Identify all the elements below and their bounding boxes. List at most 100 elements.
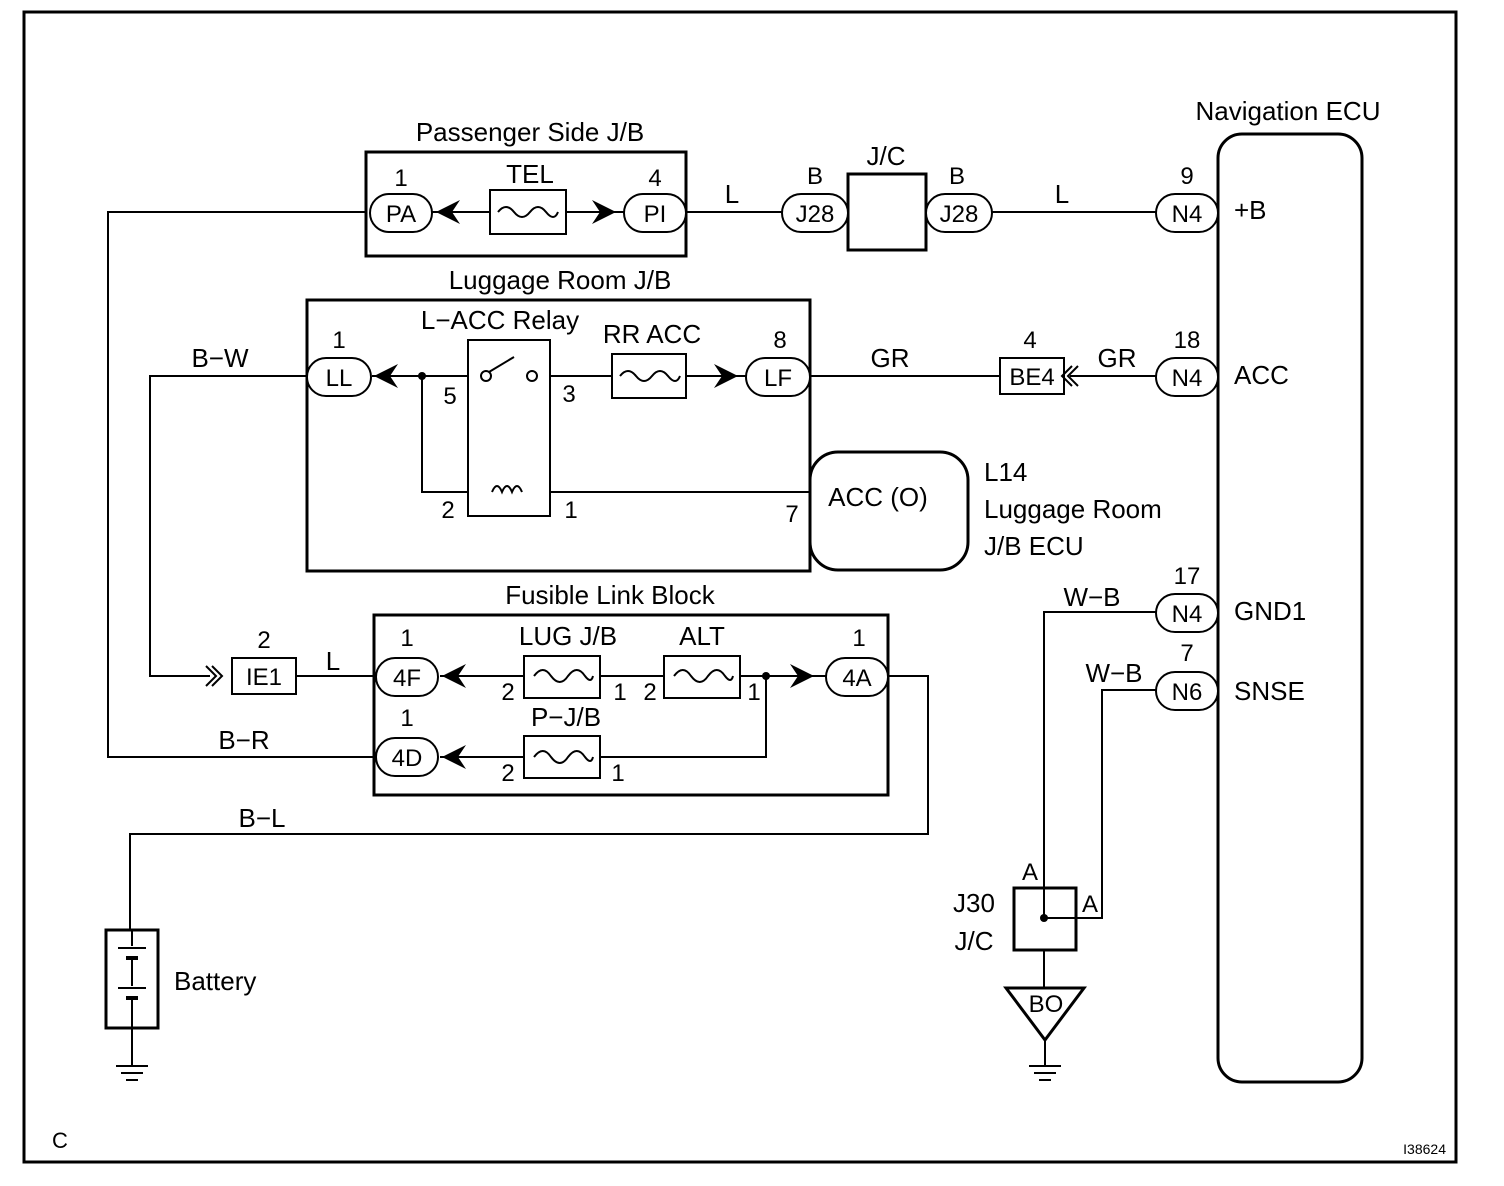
relay-pin-3: 3: [562, 381, 575, 408]
connector-be4-group: BE4 4: [999, 327, 1079, 395]
connector-ie1: [231, 657, 297, 695]
connector-n6-snse-label: N6: [1172, 679, 1203, 706]
terminal-arrow-pi: [592, 200, 616, 224]
fuse-alt: [663, 655, 741, 699]
connector-n6-snse: [1155, 671, 1219, 711]
terminal-name-gnd1: GND1: [1234, 596, 1306, 626]
fusible-link-box: [372, 613, 890, 797]
connector-j28-left-label: J28: [796, 201, 835, 228]
connector-n4-acc-label: N4: [1172, 365, 1203, 392]
connector-4f-label: 4F: [393, 665, 421, 692]
terminal-arrow-pa: [436, 200, 460, 224]
connector-4d-label: 4D: [392, 745, 423, 772]
fuse-pjb-pin-2: 2: [501, 760, 514, 787]
pin-ie1: 2: [257, 627, 270, 654]
connector-be4-label: BE4: [1009, 364, 1054, 391]
pin-pi: 4: [648, 165, 661, 192]
fuse-lug-pin-1: 1: [613, 679, 626, 706]
j30-junction-dot: [1040, 914, 1048, 922]
battery-label: Battery: [174, 966, 256, 996]
connector-n4-b: [1155, 193, 1219, 233]
wire-snse: [1078, 689, 1156, 919]
terminal-name-acc: ACC: [1234, 360, 1289, 390]
fuse-lug-jb-symbol: [533, 669, 594, 683]
wire-label-pa-4d: B−R: [218, 725, 269, 755]
wire-label-battery-4a: B−L: [239, 803, 286, 833]
connector-4d: [375, 737, 439, 777]
connector-n4-gnd1-label: N4: [1172, 601, 1203, 628]
connector-pi: [623, 193, 687, 233]
wire-battery-4a: [129, 675, 929, 930]
diagram-frame: [22, 10, 1458, 1164]
connector-j28-left: [781, 193, 849, 233]
ground-bo-label: BO: [1029, 991, 1064, 1018]
relay-pin-1: 1: [564, 497, 577, 524]
terminal-arrow-4f: [442, 664, 466, 688]
fuse-alt-symbol: [673, 669, 734, 683]
fuse-rr-acc-symbol: [619, 370, 681, 382]
relay-coil: [491, 485, 523, 495]
ground-point-bo: BO: [1003, 986, 1087, 1081]
terminal-arrow-lf: [714, 364, 738, 388]
terminal-name-b: +B: [1234, 195, 1267, 225]
fuse-lug-jb: [523, 655, 601, 699]
pin-n6-snse: 7: [1180, 640, 1193, 667]
pin-n4-b: 9: [1180, 163, 1193, 190]
connector-pa: [369, 193, 433, 233]
wire-label-pi-j28: L: [725, 179, 739, 209]
navigation-ecu: Navigation ECU N4 9 +B N4 18 ACC N4 17 G…: [1155, 96, 1381, 1084]
fuse-lug-jb-label: LUG J/B: [519, 621, 617, 651]
corner-letter: C: [52, 1128, 68, 1153]
connector-ie1-group: IE1 2: [205, 627, 297, 695]
wire-label-j28-n4: L: [1055, 179, 1069, 209]
relay-label: L−ACC Relay: [421, 305, 579, 335]
connector-4f: [375, 657, 439, 697]
relay-pin-5: 5: [443, 383, 456, 410]
wire-label-be4-n4: GR: [1098, 343, 1137, 373]
connector-pa-label: PA: [386, 201, 416, 228]
luggage-jb-box: [305, 298, 812, 573]
j30-pin-right: A: [1082, 891, 1098, 918]
j30-pin-top: A: [1022, 859, 1038, 886]
connector-n4-acc: [1155, 357, 1219, 397]
jc-top-box: [846, 172, 928, 252]
terminal-arrow-ll: [374, 364, 398, 388]
connector-n4-b-label: N4: [1172, 201, 1203, 228]
pin-j28-right: B: [949, 163, 965, 190]
luggage-jb-title: Luggage Room J/B: [449, 265, 672, 295]
connector-j28-right-label: J28: [940, 201, 979, 228]
pin-j28-left: B: [807, 163, 823, 190]
fuse-pjb-symbol: [533, 750, 594, 764]
fuse-lug-pin-2: 2: [501, 679, 514, 706]
fuse-rr-acc-label: RR ACC: [603, 319, 701, 349]
pin-pa: 1: [394, 165, 407, 192]
fuse-tel: [489, 189, 567, 235]
ground-bo-triangle: [1003, 986, 1087, 1043]
junction-dot-fl: [762, 672, 770, 680]
pin-n4-acc: 18: [1174, 327, 1201, 354]
battery: Battery: [104, 928, 256, 1081]
fuse-alt-pin-1: 1: [747, 679, 760, 706]
luggage-room-jb: Luggage Room J/B LL 1 L−ACC Relay 5 3 2 …: [305, 265, 812, 573]
nav-ecu-title: Navigation ECU: [1196, 96, 1381, 126]
pin-lf: 8: [773, 327, 786, 354]
ecu-pin-7: 7: [785, 501, 798, 528]
pin-4d: 1: [400, 705, 413, 732]
connector-ll: [306, 357, 372, 397]
luggage-ecu-code: L14: [984, 457, 1027, 487]
fuse-rr-acc: [611, 353, 687, 399]
jc-top-title: J/C: [867, 141, 906, 171]
connector-n4-gnd1: [1155, 593, 1219, 633]
junction-connector-j28: J/C J28 B J28 B: [781, 141, 993, 252]
fuse-pjb-pin-1: 1: [611, 760, 624, 787]
wire-pa-4d: [107, 211, 376, 758]
pin-4f: 1: [400, 625, 413, 652]
terminal-arrow-4d: [442, 745, 466, 769]
fusible-link-block: Fusible Link Block 4F 1 4D 1 LUG J/B 2 1…: [372, 580, 890, 797]
pin-ll: 1: [332, 327, 345, 354]
wires: [107, 211, 1156, 930]
connector-be4: [999, 357, 1065, 395]
pin-n4-gnd1: 17: [1174, 563, 1201, 590]
junction-dot-ll: [418, 372, 426, 380]
